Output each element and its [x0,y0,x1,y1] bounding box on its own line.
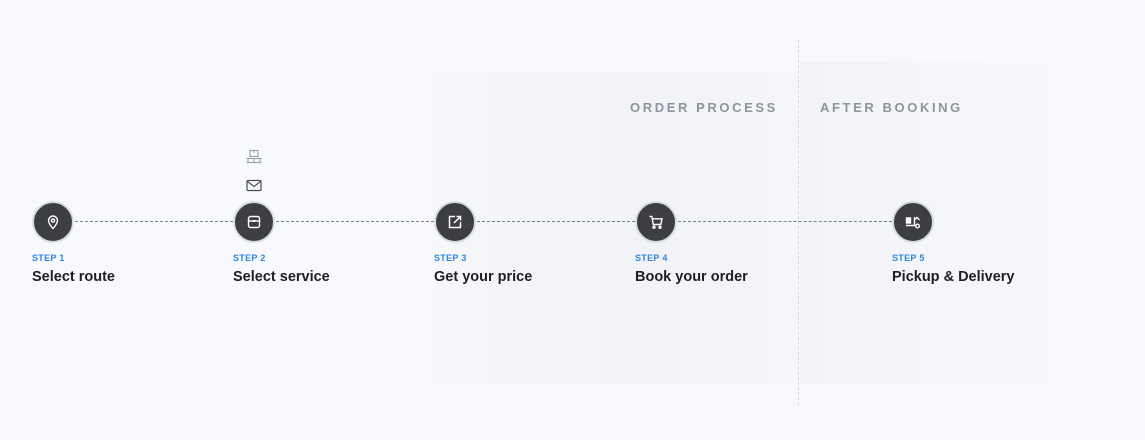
step-3-title: Get your price [434,269,533,285]
external-link-icon [448,215,462,229]
connector-line [75,221,233,222]
step-2-node[interactable] [233,201,275,243]
connector-line [678,221,892,222]
step-5-number: STEP 5 [892,253,925,263]
order-process-background [418,72,798,384]
step-4-title: Book your order [635,269,748,285]
phase-divider [798,40,799,405]
map-pin-icon [47,215,59,230]
step-2-title: Select service [233,269,330,285]
connector-line [276,221,434,222]
delivery-truck-icon [905,216,920,229]
box-icon [247,215,261,229]
step-1-number: STEP 1 [32,253,65,263]
step-4-number: STEP 4 [635,253,668,263]
connector-line [477,221,635,222]
pallet-icon[interactable] [245,149,263,170]
step-3-number: STEP 3 [434,253,467,263]
step-3-node[interactable] [434,201,476,243]
step-5-title: Pickup & Delivery [892,269,1015,285]
section-label-order-process: ORDER PROCESS [630,100,778,115]
step-4-node[interactable] [635,201,677,243]
step-2-number: STEP 2 [233,253,266,263]
cart-icon [649,215,663,229]
section-label-after-booking: AFTER BOOKING [820,100,963,115]
step-5-node[interactable] [892,201,934,243]
step-1-title: Select route [32,269,115,285]
envelope-icon[interactable] [246,179,262,197]
step-1-node[interactable] [32,201,74,243]
